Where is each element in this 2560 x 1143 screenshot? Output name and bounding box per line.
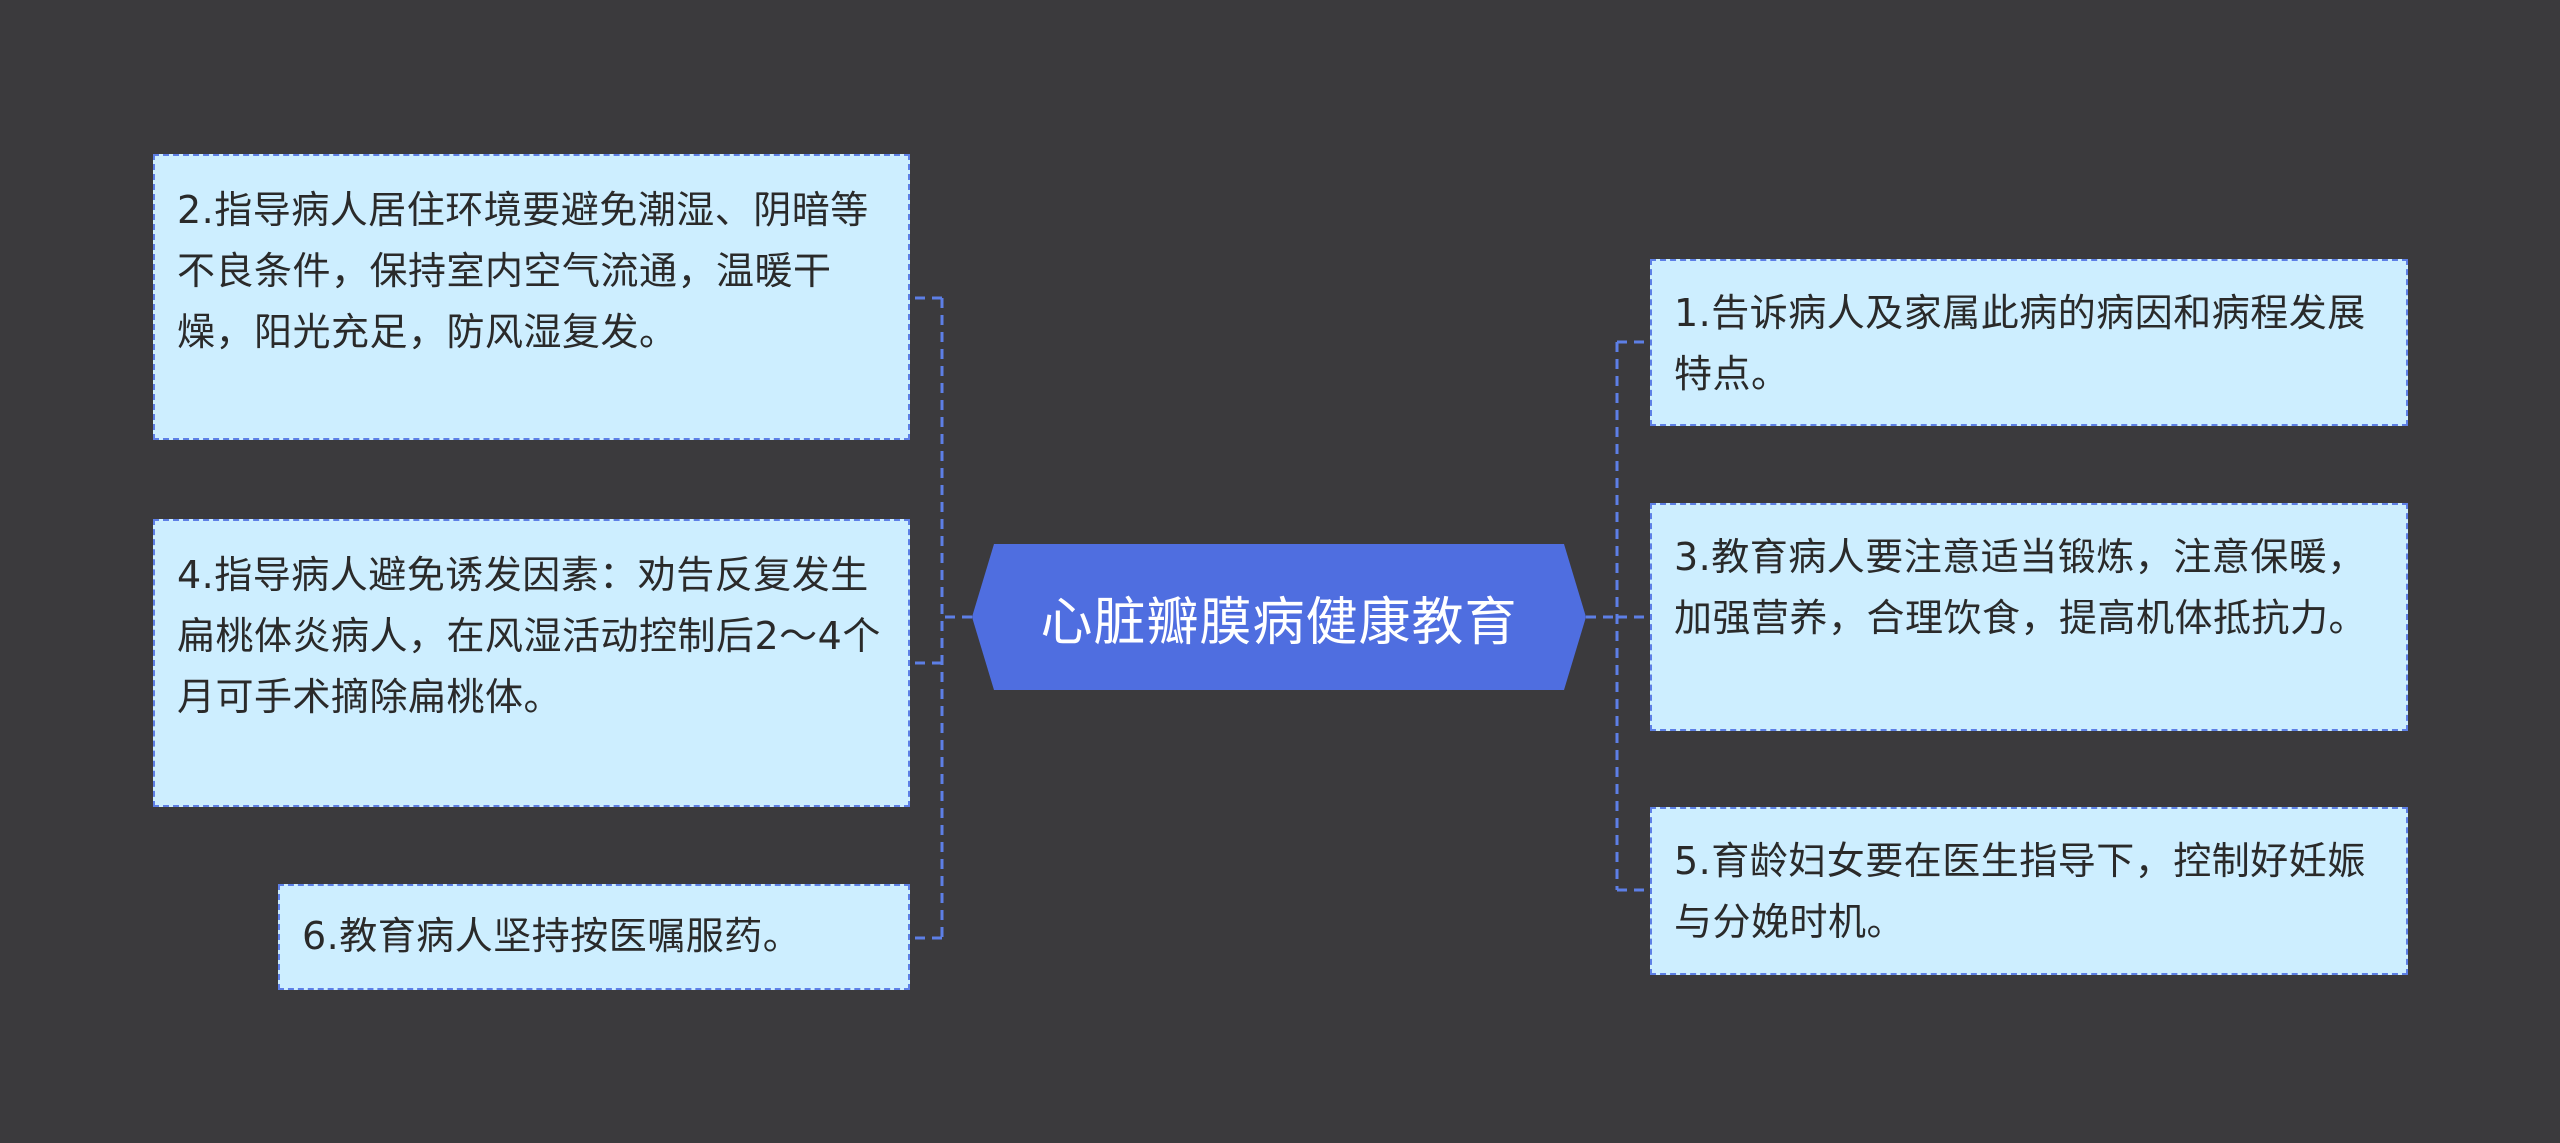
central-topic-label: 心脏瓣膜病健康教育 xyxy=(1040,592,1518,653)
topic-node-4[interactable]: 4.指导病人避免诱发因素：劝告反复发生扁桃体炎病人，在风湿活动控制后2～4个月可… xyxy=(153,519,910,807)
topic-node-6-text: 6.教育病人坚持按医嘱服药。 xyxy=(302,914,802,958)
topic-node-3-text: 3.教育病人要注意适当锻炼，注意保暖，加强营养，合理饮食，提高机体抵抗力。 xyxy=(1674,535,2368,640)
central-topic[interactable]: 心脏瓣膜病健康教育 xyxy=(972,544,1586,690)
topic-node-5[interactable]: 5.育龄妇女要在医生指导下，控制好妊娠与分娩时机。 xyxy=(1650,807,2408,975)
connector-left-trunk xyxy=(940,298,972,938)
topic-node-2-text: 2.指导病人居住环境要避免潮湿、阴暗等不良条件，保持室内空气流通，温暖干燥，阳光… xyxy=(177,188,869,354)
topic-node-1[interactable]: 1.告诉病人及家属此病的病因和病程发展特点。 xyxy=(1650,259,2408,426)
topic-node-5-text: 5.育龄妇女要在医生指导下，控制好妊娠与分娩时机。 xyxy=(1674,839,2366,944)
central-topic-shape xyxy=(972,544,1586,690)
topic-node-4-text: 4.指导病人避免诱发因素：劝告反复发生扁桃体炎病人，在风湿活动控制后2～4个月可… xyxy=(177,553,881,719)
topic-node-2[interactable]: 2.指导病人居住环境要避免潮湿、阴暗等不良条件，保持室内空气流通，温暖干燥，阳光… xyxy=(153,154,910,440)
topic-node-6[interactable]: 6.教育病人坚持按医嘱服药。 xyxy=(278,884,910,990)
topic-node-3[interactable]: 3.教育病人要注意适当锻炼，注意保暖，加强营养，合理饮食，提高机体抵抗力。 xyxy=(1650,503,2408,731)
connector-right-trunk xyxy=(1586,342,1619,890)
topic-node-1-text: 1.告诉病人及家属此病的病因和病程发展特点。 xyxy=(1674,291,2366,396)
